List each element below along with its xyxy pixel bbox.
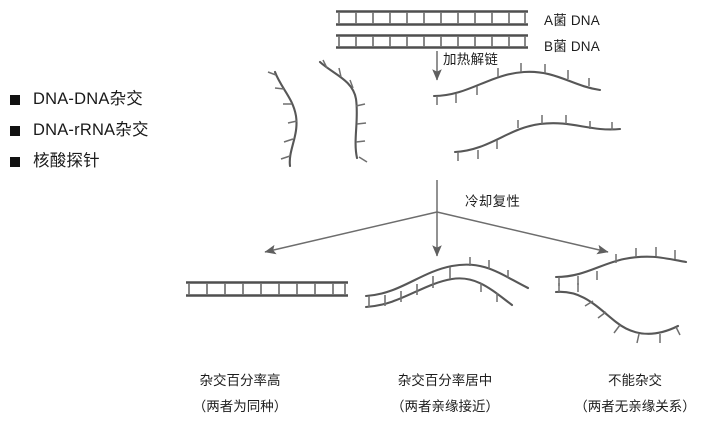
legend-label-nucleic-acid-probe: 核酸探针 [33, 152, 100, 171]
caption-outcome-none-subtitle: （两者无亲缘关系） [574, 399, 696, 414]
label-denature-step: 加热解链 [443, 52, 499, 67]
outcome-no-hybrid-strand-2 [554, 283, 681, 344]
label-renature-step: 冷却复性 [465, 194, 521, 209]
outcome-no-hybrid-strand-1 [554, 247, 688, 286]
caption-outcome-medium: 杂交百分率居中 （两者亲缘接近） [355, 368, 535, 420]
legend-item-dna-dna: DNA-DNA杂交 [10, 84, 200, 115]
single-strand-b1 [432, 63, 602, 105]
renature-arrow-group [264, 180, 609, 257]
caption-outcome-high-title: 杂交百分率高 [199, 373, 281, 388]
filled-square-bullet-icon [10, 156, 20, 167]
caption-outcome-none: 不能杂交 （两者无亲缘关系） [545, 368, 725, 420]
filled-square-bullet-icon [10, 94, 20, 105]
renature-arrow-right [436, 211, 609, 255]
legend-item-nucleic-acid-probe: 核酸探针 [10, 146, 200, 177]
legend-label-dna-dna: DNA-DNA杂交 [33, 90, 143, 109]
outcome-partial-hybrid-duplex [364, 257, 530, 309]
double-strand-dna-b [336, 34, 528, 49]
outcome-full-hybrid-duplex [186, 281, 348, 297]
renature-arrow-left [264, 211, 438, 255]
single-strand-a1 [267, 70, 298, 168]
single-strand-b2 [453, 115, 622, 161]
caption-outcome-medium-title: 杂交百分率居中 [397, 373, 493, 388]
hybridization-method-legend: DNA-DNA杂交 DNA-rRNA杂交 核酸探针 [10, 84, 200, 177]
filled-square-bullet-icon [10, 125, 20, 136]
single-strand-a2 [318, 59, 368, 163]
label-strand-b-dna: B菌 DNA [544, 39, 600, 54]
double-strand-dna-a [336, 10, 528, 26]
legend-item-dna-rrna: DNA-rRNA杂交 [10, 115, 200, 146]
caption-outcome-high-subtitle: （两者为同种） [192, 399, 288, 414]
caption-outcome-medium-subtitle: （两者亲缘接近） [391, 399, 499, 414]
legend-label-dna-rrna: DNA-rRNA杂交 [33, 121, 149, 140]
caption-outcome-none-title: 不能杂交 [608, 373, 662, 388]
caption-outcome-high: 杂交百分率高 （两者为同种） [155, 368, 325, 420]
label-strand-a-dna: A菌 DNA [544, 13, 600, 28]
